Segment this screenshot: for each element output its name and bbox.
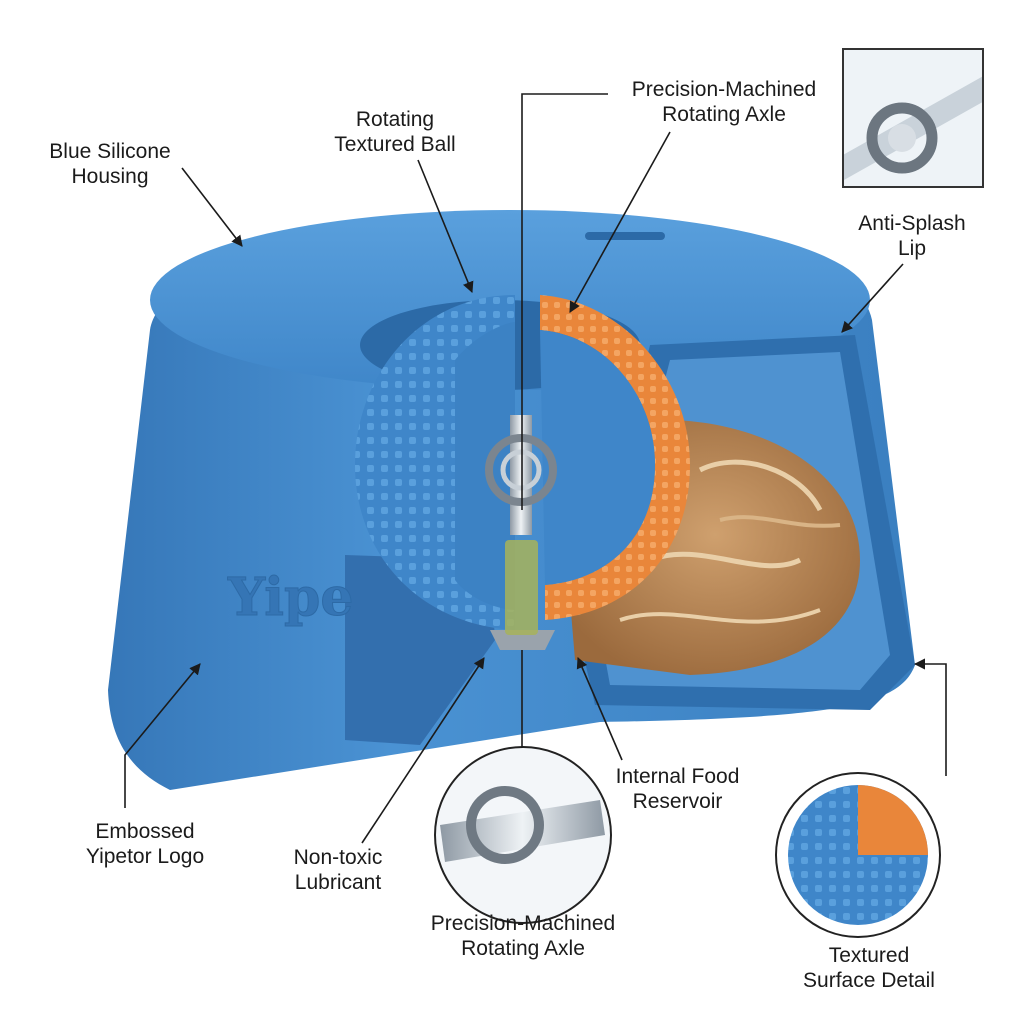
label-blue-silicone-housing: Blue Silicone Housing (30, 139, 190, 189)
label-line: Reservoir (632, 790, 723, 813)
label-embossed-logo: Embossed Yipetor Logo (60, 819, 230, 869)
bearing-closeup-box (842, 48, 984, 188)
lubricant-chamber (505, 540, 538, 635)
label-line: Rotating (355, 108, 435, 131)
ball-cut-quarter (858, 785, 928, 855)
axle-holder (490, 630, 555, 650)
bearing-closeup-art (844, 76, 982, 180)
label-line: Internal Food (615, 765, 740, 788)
label-non-toxic-lubricant: Non-toxic Lubricant (268, 845, 408, 895)
bearing-ring (866, 102, 938, 174)
leader-axle-top-2 (569, 131, 671, 313)
label-line: Precision-Machined (430, 912, 616, 935)
axle-closeup-inset (434, 746, 612, 924)
leader-lip (841, 263, 904, 333)
label-line: Textured (828, 944, 910, 967)
leader-axle-top (521, 93, 608, 510)
bearing-core (888, 124, 916, 152)
label-rotating-textured-ball: Rotating Textured Ball (305, 107, 485, 157)
label-line: Yipetor Logo (85, 845, 205, 868)
leader-ball (417, 159, 474, 294)
label-line: Lip (897, 237, 927, 260)
ball-orange-shell (540, 295, 690, 620)
food-swirl-4 (719, 515, 841, 528)
label-line: Rotating Axle (662, 103, 786, 126)
label-line: Rotating Axle (461, 937, 585, 960)
label-line: Lubricant (294, 871, 382, 894)
ball-inner-blue (540, 330, 655, 585)
label-textured-surface-detail: Textured Surface Detail (784, 943, 954, 993)
leader-logo (124, 663, 201, 808)
embossed-logo: Yipe (227, 567, 353, 628)
food-swirl-2 (649, 551, 802, 569)
label-line: Embossed (95, 820, 195, 843)
bearing-icon (485, 434, 557, 506)
label-axle-top: Precision-Machined Rotating Axle (614, 77, 834, 127)
rotating-axle (485, 415, 557, 650)
texture-closeup-inset (775, 772, 941, 938)
label-line: Precision-Machined (631, 78, 817, 101)
label-anti-splash-lip: Anti-Splash Lip (842, 211, 982, 261)
rim-slot (585, 232, 665, 240)
label-line: Anti-Splash (858, 212, 966, 235)
label-line: Housing (71, 165, 149, 188)
leader-lubricant (361, 657, 485, 844)
label-line: Non-toxic (293, 846, 383, 869)
label-internal-food-reservoir: Internal Food Reservoir (595, 764, 760, 814)
leader-texture (913, 658, 947, 776)
label-line: Textured Ball (334, 133, 456, 156)
axle-shaft (510, 415, 532, 535)
food-swirl-3 (619, 608, 821, 624)
rotating-ball (355, 295, 690, 630)
ball-cut-face (455, 322, 515, 610)
bearing-inner-ring (500, 449, 542, 491)
food-swirl-1 (698, 459, 823, 512)
bearing-closeup (466, 786, 544, 864)
label-line: Surface Detail (803, 969, 935, 992)
label-line: Blue Silicone (49, 140, 171, 163)
leader-reservoir (576, 656, 623, 761)
label-axle-bottom: Precision-Machined Rotating Axle (412, 911, 634, 961)
leader-housing (181, 167, 243, 247)
leader-lines (124, 93, 947, 844)
